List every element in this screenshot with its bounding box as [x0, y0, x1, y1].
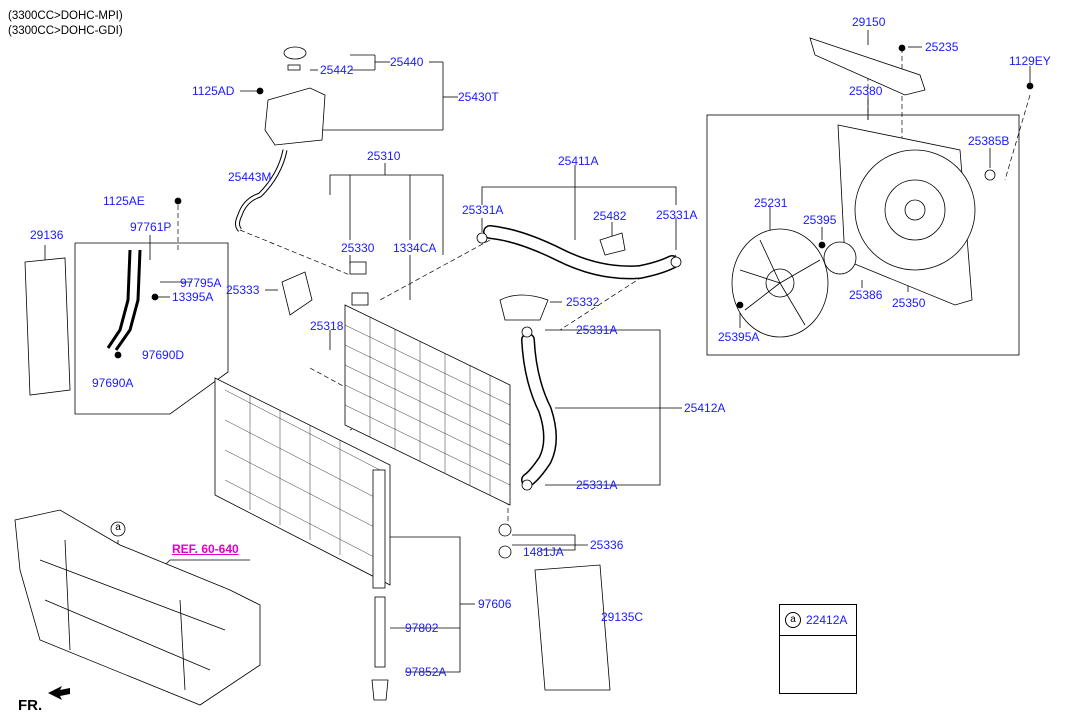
- label-25310[interactable]: 25310: [367, 149, 401, 163]
- label-25332[interactable]: 25332: [566, 295, 600, 309]
- label-25231[interactable]: 25231: [754, 196, 788, 210]
- callout-a-circle: [110, 521, 126, 537]
- condenser-core: [214, 377, 391, 586]
- label-1334CA[interactable]: 1334CA: [393, 241, 437, 255]
- label-29135C[interactable]: 29135C: [601, 610, 644, 624]
- label-1129EY[interactable]: 1129EY: [1009, 54, 1051, 68]
- label-25333[interactable]: 25333: [226, 283, 260, 297]
- label-25386[interactable]: 25386: [849, 288, 883, 302]
- label-97761P[interactable]: 97761P: [130, 220, 172, 234]
- reservoir-tank: [264, 87, 326, 146]
- label-25442[interactable]: 25442: [320, 63, 354, 77]
- label-25330[interactable]: 25330: [341, 241, 375, 255]
- label-25385B[interactable]: 25385B: [968, 134, 1010, 148]
- label-97690D[interactable]: 97690D: [142, 348, 185, 362]
- front-end-module: [14, 509, 261, 706]
- legend-header: a 22412A: [780, 605, 856, 636]
- label-25395A[interactable]: 25395A: [718, 330, 760, 344]
- label-25331A-lower-bottom[interactable]: 25331A: [576, 478, 618, 492]
- label-25336[interactable]: 25336: [590, 538, 624, 552]
- pipe-assembly-box: [74, 242, 229, 415]
- label-1481JA[interactable]: 1481JA: [523, 545, 564, 559]
- label-25331A-lower-upper[interactable]: 25331A: [576, 323, 618, 337]
- legend-code[interactable]: 22412A: [806, 613, 848, 627]
- label-1125AE[interactable]: 1125AE: [103, 194, 145, 208]
- label-25443M[interactable]: 25443M: [228, 170, 272, 184]
- label-25482[interactable]: 25482: [593, 209, 627, 223]
- label-25430T[interactable]: 25430T: [458, 90, 499, 104]
- label-29136[interactable]: 29136: [30, 228, 64, 242]
- label-97802[interactable]: 97802: [405, 621, 439, 635]
- label-25350[interactable]: 25350: [892, 296, 926, 310]
- label-13395A[interactable]: 13395A: [172, 290, 214, 304]
- ref-link-60-640[interactable]: REF. 60-640: [172, 542, 239, 556]
- front-direction-label: FR.: [18, 697, 43, 714]
- left-air-guard: [24, 257, 71, 396]
- label-25380[interactable]: 25380: [849, 84, 883, 98]
- label-97852A[interactable]: 97852A: [405, 665, 447, 679]
- label-25411A[interactable]: 25411A: [558, 154, 599, 168]
- label-25235[interactable]: 25235: [925, 40, 959, 54]
- label-29150[interactable]: 29150: [852, 15, 886, 29]
- callout-a-label: a: [115, 522, 121, 533]
- label-25440[interactable]: 25440: [390, 55, 424, 69]
- engine-variant-mpi: (3300CC>DOHC-MPI): [8, 10, 123, 22]
- right-air-guard: [534, 564, 611, 691]
- label-25331A-upper-right[interactable]: 25331A: [656, 208, 698, 222]
- fan-assembly-box: [706, 114, 1020, 356]
- label-97606[interactable]: 97606: [478, 597, 512, 611]
- legend-box: a 22412A: [779, 604, 857, 694]
- label-97690A[interactable]: 97690A: [92, 376, 134, 390]
- upper-bracket: [809, 37, 926, 96]
- label-1125AD[interactable]: 1125AD: [192, 84, 235, 98]
- label-25412A[interactable]: 25412A: [684, 401, 726, 415]
- legend-marker: a: [785, 612, 801, 628]
- label-25331A-upper-left[interactable]: 25331A: [462, 203, 504, 217]
- engine-variant-gdi: (3300CC>DOHC-GDI): [8, 25, 123, 37]
- label-97795A[interactable]: 97795A: [180, 276, 222, 290]
- label-25395[interactable]: 25395: [803, 213, 837, 227]
- label-25318[interactable]: 25318: [310, 319, 344, 333]
